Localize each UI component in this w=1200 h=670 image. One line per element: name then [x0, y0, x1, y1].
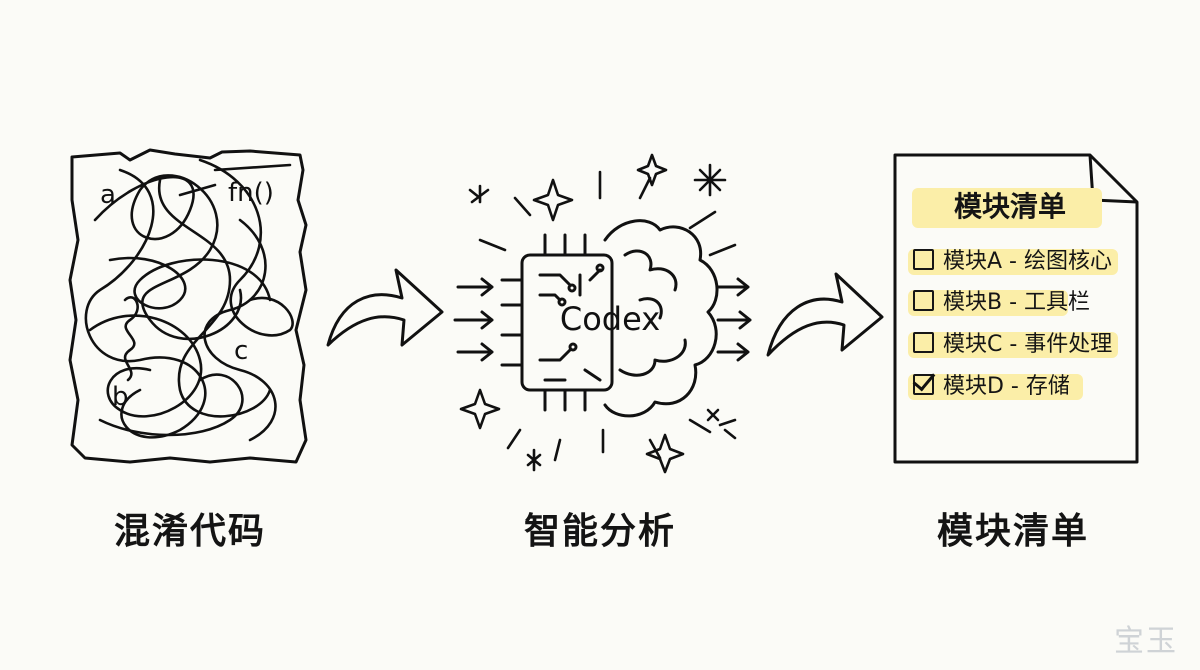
doc-item-label: 模块B - 工具栏 [943, 290, 1091, 315]
codex-chip [500, 233, 614, 412]
code-token-fn: fn() [228, 178, 274, 208]
checkbox-icon [913, 249, 934, 270]
doc-item-label: 模块D - 存储 [943, 374, 1070, 399]
watermark: 宝玉 [1114, 624, 1178, 659]
chip-label: Codex [559, 300, 661, 338]
input-arrows [453, 277, 494, 362]
doc-item-label: 模块C - 事件处理 [943, 332, 1113, 357]
code-token-b: b [112, 382, 129, 412]
tangled-lines [84, 158, 294, 442]
doc-item-label: 模块A - 绘图核心 [943, 249, 1112, 274]
checkbox-icon [913, 332, 934, 353]
flow-arrow-1 [326, 268, 444, 347]
doc-item-1: 模块A - 绘图核心 [913, 245, 1112, 279]
sparkle-stars [459, 153, 685, 474]
caption-obfuscated-code: 混淆代码 [113, 511, 266, 552]
caption-smart-analysis: 智能分析 [523, 511, 676, 552]
checkbox-icon [913, 290, 934, 311]
caption-module-list: 模块清单 [936, 511, 1089, 552]
brain-icon [603, 219, 719, 418]
output-arrows [716, 277, 752, 362]
doc-title: 模块清单 [953, 190, 1066, 223]
doc-highlights [908, 188, 1118, 400]
doc-item-2: 模块B - 工具栏 [913, 286, 1090, 320]
code-token-a: a [100, 180, 116, 210]
checkbox-checked-icon [913, 374, 934, 395]
tangled-code-paper [68, 148, 308, 464]
code-token-c: c [234, 336, 249, 366]
flow-arrow-2 [766, 272, 884, 357]
doc-item-4: 模块D - 存储 [913, 370, 1070, 404]
doc-item-3: 模块C - 事件处理 [913, 328, 1112, 362]
spark-rays [468, 163, 737, 472]
